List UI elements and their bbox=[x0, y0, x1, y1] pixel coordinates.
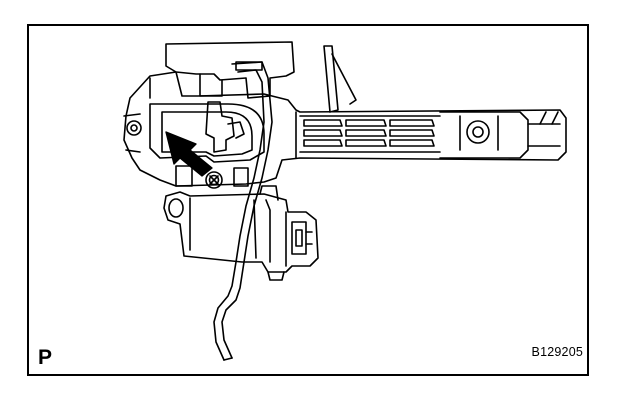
illustration-frame bbox=[27, 24, 589, 376]
control-rod bbox=[214, 62, 272, 360]
corner-letter: P bbox=[38, 346, 53, 369]
sensor-connector bbox=[164, 186, 318, 280]
figure-code: B129205 bbox=[531, 345, 583, 359]
indicator-arrow bbox=[166, 132, 212, 176]
handle-arm bbox=[296, 112, 560, 158]
top-bracket bbox=[166, 42, 294, 98]
handle-frame bbox=[124, 72, 566, 188]
support-strut bbox=[324, 46, 356, 112]
